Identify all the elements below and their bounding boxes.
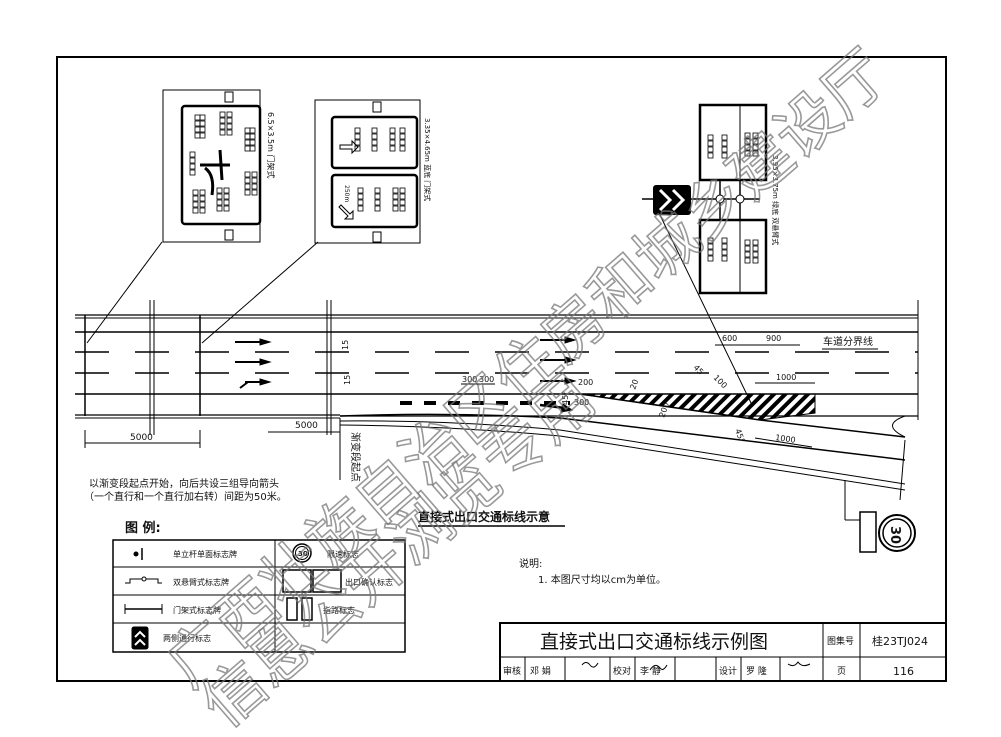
- dim-15-a: 15: [341, 340, 350, 350]
- dim-15-b: 15: [343, 375, 352, 385]
- legend-speed-icon-text: 30: [298, 550, 308, 558]
- review-label: 审核: [503, 665, 521, 677]
- dimension-lines: [84, 344, 878, 480]
- gore-area-marking: [579, 393, 816, 421]
- legend-heading: 图 例:: [125, 520, 161, 536]
- taper-start-label: 渐变段起点: [349, 432, 362, 482]
- dim-20: 20: [628, 378, 640, 391]
- atlas-number: 桂23TJ024: [872, 634, 928, 648]
- arrow-note-2: （一个直行和一个直行加右转）间距为50米。: [84, 490, 287, 503]
- dim-5000-b: 5000: [295, 421, 318, 431]
- dim-45: 45: [692, 363, 706, 377]
- notes-heading: 说明:: [519, 557, 542, 570]
- dim-1000-b: 1000: [775, 433, 796, 445]
- check-label: 校对: [613, 665, 631, 677]
- dim-45-deg-b: 45°: [733, 428, 746, 444]
- dim-900: 900: [766, 334, 781, 343]
- mainline-road: [75, 300, 919, 435]
- legend-table: [112, 539, 406, 653]
- dim-300-b: 300: [479, 375, 494, 384]
- exit-speed-sign: [859, 511, 916, 553]
- arrow-note-1: 以渐变段起点开始，向后共设三组导向箭头: [89, 477, 279, 490]
- gantry-sign-1: [162, 89, 262, 243]
- legend-item-guide-sign: 指路标志: [323, 605, 355, 615]
- notes-item-1: 1. 本图尺寸均以cm为单位。: [538, 573, 666, 586]
- legend-item-speed-limit: 限速标志: [327, 549, 359, 559]
- lane-divider-label: 车道分界线: [823, 335, 873, 348]
- dim-600: 600: [722, 334, 737, 343]
- sign1-spec: 6.5×3.5m 门架式: [266, 112, 276, 178]
- sign3-spec: 3.95×3.75m 绿底 双悬臂式: [771, 155, 780, 245]
- sign2-spec: 3.35×4.65m 蓝底 门架式: [423, 118, 432, 201]
- title-block: [499, 622, 947, 682]
- atlas-label: 图集号: [827, 635, 854, 647]
- watermark-line-1: 广西壮族自治区住房和城乡建设厅: [152, 36, 902, 701]
- guide-arrows: [235, 336, 577, 413]
- sign2-distance: 250m: [343, 185, 350, 202]
- legend-item-exit-confirm: 出口确认标志: [345, 577, 393, 587]
- speed-limit-value: 30: [887, 526, 902, 544]
- design-label: 设计: [719, 665, 737, 677]
- legend-item-gantry: 门架式标志牌: [173, 605, 221, 615]
- checker-name: 李 静: [640, 665, 661, 677]
- cantilever-sign-3: [642, 103, 768, 295]
- gantry-sign-2: [314, 99, 421, 244]
- dim-1000-a: 1000: [776, 373, 796, 382]
- legend-item-double-cantilever: 双悬臂式标志牌: [173, 577, 229, 587]
- legend-item-single-pole: 单立杆单面标志牌: [173, 549, 237, 559]
- legend-item-both-sides: 两侧通行标志: [163, 633, 211, 643]
- drawing-title: 直接式出口交通标线示例图: [540, 631, 768, 653]
- dim-200: 200: [578, 378, 593, 387]
- dim-300-c: 300: [574, 398, 589, 407]
- dim-45-deg-a: 45°: [561, 391, 570, 405]
- dim-5000-a: 5000: [130, 433, 153, 443]
- page-label: 页: [837, 666, 846, 677]
- reviewer-name: 邓 娟: [530, 665, 551, 677]
- dim-300-a: 300: [462, 375, 477, 384]
- plan-subtitle: 直接式出口交通标线示意: [418, 509, 550, 524]
- leader-lines: [86, 214, 860, 521]
- dim-100: 100: [712, 373, 729, 390]
- page-number: 116: [893, 665, 914, 678]
- designer-name: 罗 隆: [746, 665, 767, 677]
